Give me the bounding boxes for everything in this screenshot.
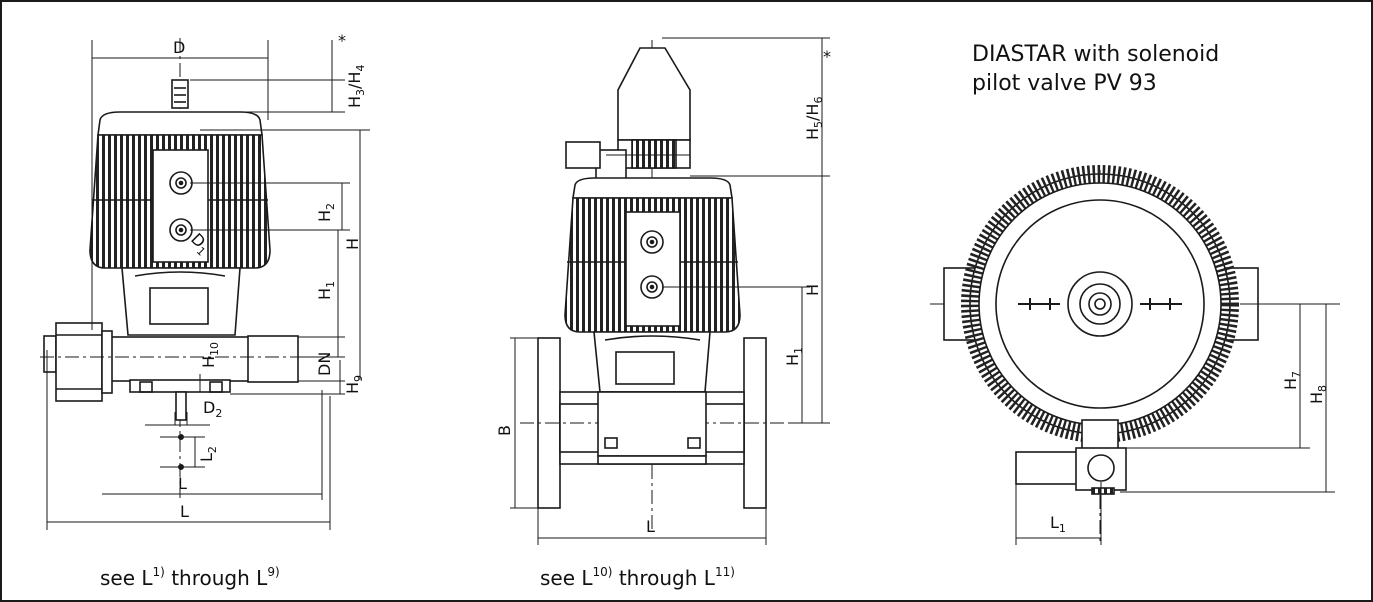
dim-label-B: B	[495, 425, 514, 436]
union-valve-dimensions	[46, 40, 370, 530]
title-line-2: pilot valve PV 93	[972, 71, 1157, 96]
top-view-dimensions	[1015, 303, 1335, 545]
union-valve-dimension-labels: D H3/H4 * H2 H H1 D1 DN H10 H9 D2 L2 L L	[173, 31, 367, 521]
dim-label-D: D	[173, 38, 185, 57]
dim-label-H9: H9	[343, 375, 365, 394]
dim-asterisk: *	[338, 31, 346, 50]
caption-left: see L1) through L9)	[100, 565, 280, 590]
dim-label-DN: DN	[315, 352, 334, 376]
dim-label-H2: H2	[315, 203, 337, 222]
union-valve-view	[40, 38, 315, 498]
dim-label-L-small: L	[178, 474, 187, 493]
caption-left-mid: through L	[164, 566, 268, 590]
top-view-dimension-labels: H7 H8 L1	[1050, 371, 1329, 535]
caption-left-pre: see L	[100, 566, 153, 590]
caption-middle-pre: see L	[540, 566, 593, 590]
dim-label-H7: H7	[1281, 371, 1303, 390]
dim-label-D2: D2	[203, 398, 222, 420]
caption-middle-mid: through L	[612, 566, 715, 590]
flanged-valve-view	[520, 40, 790, 530]
dim-label-H3-H4: H3/H4	[345, 65, 367, 108]
caption-middle-sup2: 11)	[714, 565, 735, 579]
dim-label-L: L	[180, 502, 189, 521]
dim-label-L-flanged: L	[646, 517, 655, 536]
dim-label-H8: H8	[1307, 385, 1329, 404]
caption-left-sup1: 1)	[152, 565, 165, 579]
product-title: DIASTAR with solenoid pilot valve PV 93	[972, 40, 1219, 98]
dim-label-L1: L1	[1050, 513, 1066, 535]
dim-label-H: H	[343, 238, 362, 250]
caption-middle-sup1: 10)	[592, 565, 613, 579]
dim-label-L2: L2	[197, 446, 219, 462]
dim-label-H-flanged: H	[803, 284, 822, 296]
title-line-1: DIASTAR with solenoid	[972, 42, 1220, 67]
caption-left-sup2: 9)	[267, 565, 280, 579]
caption-middle: see L10) through L11)	[540, 565, 735, 590]
dim-asterisk-2: *	[823, 47, 831, 66]
flanged-valve-dimensions	[510, 37, 830, 545]
dim-label-H1-flanged: H1	[783, 347, 805, 366]
top-view	[930, 165, 1340, 545]
dim-label-H1: H1	[315, 281, 337, 300]
dim-label-H5-H6: H5/H6	[803, 97, 825, 140]
